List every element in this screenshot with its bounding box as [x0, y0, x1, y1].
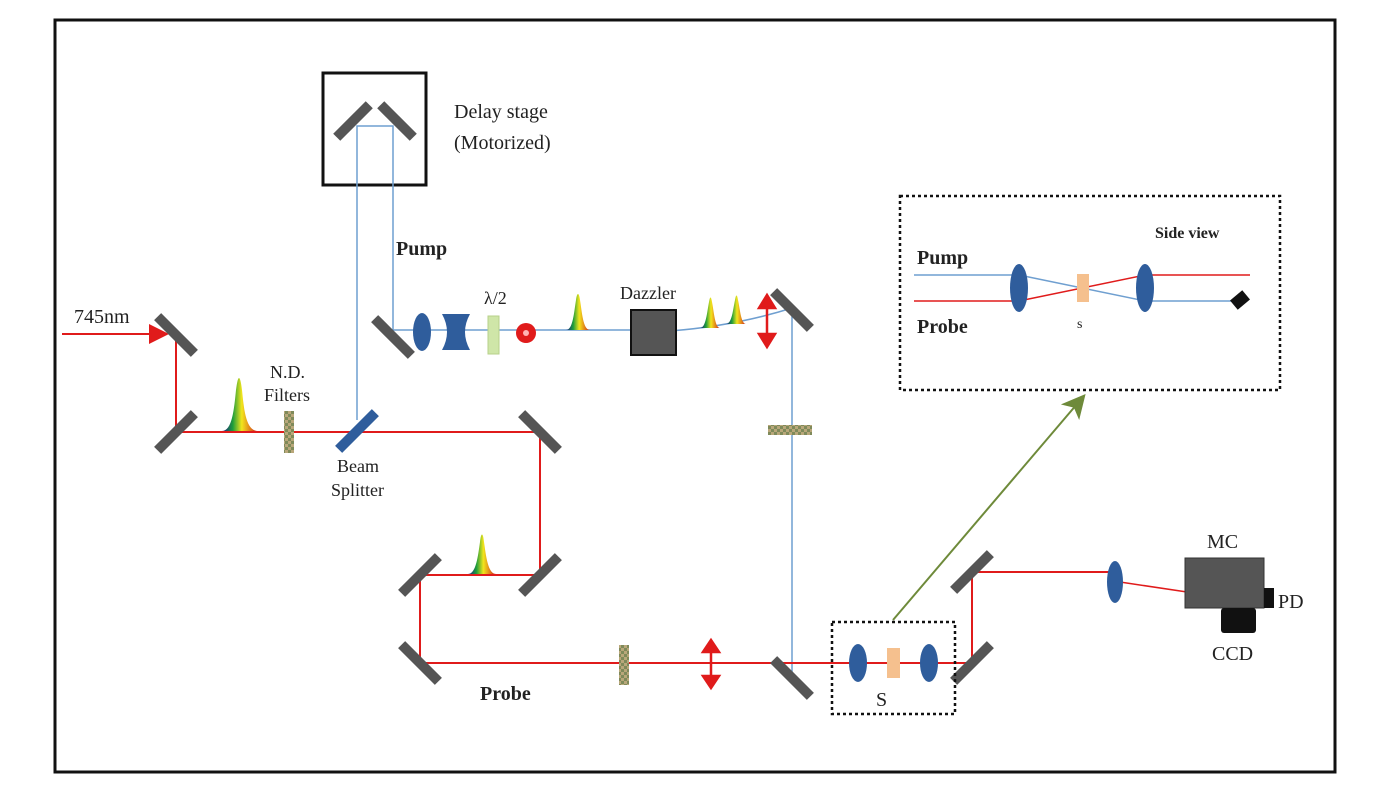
pump-label: Pump — [396, 238, 447, 260]
mirror-out-2 — [950, 550, 994, 594]
beam-splitter — [335, 409, 379, 453]
mirror-probe-corner-2 — [518, 553, 562, 597]
dazzler-box — [630, 309, 677, 356]
sample-lens-left — [849, 644, 867, 682]
mirror-out-1 — [950, 641, 994, 685]
delay-stage-label-line2: (Motorized) — [454, 132, 551, 154]
mirror-pump-down — [770, 656, 814, 700]
delay-stage-box — [321, 71, 428, 187]
inset-probe-label: Probe — [917, 316, 968, 338]
half-wave-label: λ/2 — [484, 288, 507, 308]
inset-lens-right — [1136, 264, 1154, 312]
inset-title: Side view — [1155, 225, 1220, 242]
polarization-symbol-dot — [523, 330, 529, 336]
delay-stage-label-line1: Delay stage — [454, 101, 548, 123]
half-wave-plate — [487, 315, 500, 355]
pulse-spectrum-probe — [468, 534, 496, 574]
pulse-spectra — [222, 294, 746, 574]
inset-pump-label: Pump — [917, 247, 968, 269]
pulse-spectrum-pump — [566, 294, 590, 330]
mirror-pump-turn — [371, 315, 415, 359]
pump-beam-path — [356, 125, 793, 678]
mirror-probe-corner-3 — [398, 553, 442, 597]
pump-concave-lens — [442, 314, 470, 350]
pd-label: PD — [1278, 591, 1304, 613]
monochromator — [1184, 557, 1265, 609]
outer-frame — [53, 18, 1337, 774]
inset-pointer-arrow — [892, 393, 1086, 621]
ccd-label: CCD — [1212, 643, 1253, 665]
nd-filters-label-line1: N.D. — [270, 362, 305, 382]
sample-region-box — [830, 620, 957, 716]
beam-splitter-label-line1: Beam — [337, 456, 379, 476]
probe-label: Probe — [480, 683, 531, 705]
sample-label: S — [876, 689, 887, 711]
mirror-probe-corner-4 — [398, 641, 442, 685]
mc-label: MC — [1207, 531, 1238, 553]
output-lens — [1107, 561, 1123, 603]
inset-sample — [1077, 274, 1089, 302]
mirror-turn-1 — [154, 410, 198, 454]
nd-filter — [284, 411, 294, 453]
probe-beam-path — [62, 324, 1188, 664]
pulse-spectrum-dazzler-1 — [700, 297, 720, 328]
mirror-input — [154, 313, 198, 357]
sample-lens-right — [920, 644, 938, 682]
mirror-delay-left — [333, 101, 373, 141]
mirror-pump-top-right — [770, 288, 814, 332]
probe-nd-filter — [619, 645, 629, 685]
side-view-inset-box — [898, 194, 1282, 392]
wavelength-label: 745nm — [74, 306, 130, 328]
ccd-camera — [1221, 608, 1256, 633]
inset-sample-label: s — [1077, 317, 1082, 332]
mirror-probe-corner-1 — [518, 410, 562, 454]
inset-beam-block — [1230, 290, 1250, 310]
beam-splitter-label-line2: Splitter — [331, 480, 384, 500]
mirrors — [154, 101, 994, 700]
pump-lens — [413, 313, 431, 351]
sample-cell — [887, 648, 900, 678]
pulse-spectrum-dazzler-2 — [726, 295, 746, 324]
translation-arrow-pump — [756, 292, 778, 350]
inset-lens-left — [1010, 264, 1028, 312]
photodiode — [1264, 588, 1274, 608]
translation-arrow-probe — [700, 637, 722, 691]
pulse-spectrum-input — [222, 378, 258, 431]
dazzler-label: Dazzler — [620, 283, 676, 303]
pump-nd-filter — [768, 425, 812, 435]
mirror-delay-right — [377, 101, 417, 141]
nd-filters-label-line2: Filters — [264, 385, 310, 405]
